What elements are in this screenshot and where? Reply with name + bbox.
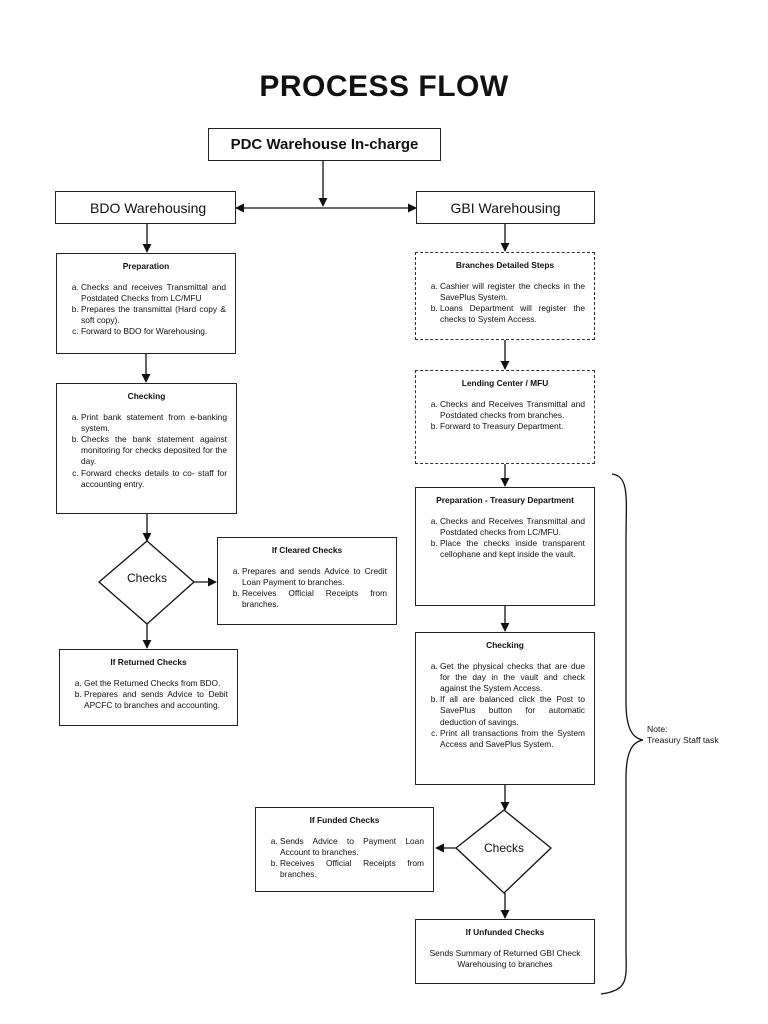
gbi-funded-checks-box: If Funded Checks Sends Advice to Payment… (255, 807, 434, 892)
bdo-checking-title: Checking (127, 391, 166, 401)
gbi-treasury-preparation-box: Preparation - Treasury Department Checks… (415, 487, 595, 606)
list-item: Print all transactions from the System A… (440, 728, 585, 750)
pdc-warehouse-incharge-label: PDC Warehouse In-charge (230, 136, 419, 153)
bdo-warehousing-label: BDO Warehousing (90, 199, 207, 216)
gbi-preparation-title: Preparation - Treasury Department (436, 495, 574, 505)
list-item: Loans Department will register the check… (440, 303, 585, 325)
list-item: Checks the bank statement against monito… (81, 434, 227, 467)
list-item: Get the Returned Checks from BDO. (84, 678, 228, 689)
gbi-branches-steps-box: Branches Detailed Steps Cashier will reg… (415, 252, 595, 340)
gbi-branches-title: Branches Detailed Steps (455, 260, 555, 270)
gbi-unfunded-text: Sends Summary of Returned GBI Check Ware… (429, 948, 581, 970)
gbi-unfunded-title: If Unfunded Checks (465, 927, 545, 937)
gbi-checking-box: Checking Get the physical checks that ar… (415, 632, 595, 785)
list-item: Prepares and sends Advice to Credit Loan… (242, 566, 387, 588)
bdo-preparation-box: Preparation Checks and receives Transmit… (56, 253, 236, 354)
list-item: Checks and receives Transmittal and Post… (81, 282, 226, 304)
gbi-decision-diamond (455, 809, 552, 894)
gbi-branches-list: Cashier will register the checks in the … (425, 281, 585, 325)
gbi-preparation-list: Checks and Receives Transmittal and Post… (425, 516, 585, 560)
gbi-warehousing-label: GBI Warehousing (450, 199, 561, 216)
gbi-lending-list: Checks and Receives Transmittal and Post… (425, 399, 585, 432)
page-title: PROCESS FLOW (259, 70, 509, 103)
list-item: Checks and Receives Transmittal and Post… (440, 399, 585, 421)
bdo-returned-checks-box: If Returned Checks Get the Returned Chec… (59, 649, 238, 726)
list-item: Prepares and sends Advice to Debit APCFC… (84, 689, 228, 711)
gbi-lending-center-box: Lending Center / MFU Checks and Receives… (415, 370, 595, 464)
gbi-checking-title: Checking (486, 640, 524, 650)
gbi-lending-title: Lending Center / MFU (461, 378, 549, 388)
list-item: Receives Official Receipts from branches… (280, 858, 424, 880)
bdo-returned-title: If Returned Checks (110, 657, 187, 667)
list-item: Receives Official Receipts from branches… (242, 588, 387, 610)
bdo-preparation-list: Checks and receives Transmittal and Post… (66, 282, 226, 337)
list-item: Forward checks details to co- staff for … (81, 468, 227, 490)
gbi-warehousing-box: GBI Warehousing (416, 191, 595, 224)
bdo-warehousing-box: BDO Warehousing (55, 191, 236, 224)
gbi-unfunded-checks-box: If Unfunded Checks Sends Summary of Retu… (415, 919, 595, 984)
list-item: Get the physical checks that are due for… (440, 661, 585, 694)
note-text: Treasury Staff task (647, 735, 719, 746)
treasury-note: Note: Treasury Staff task (647, 724, 719, 746)
bdo-preparation-title: Preparation (122, 261, 170, 271)
list-item: Sends Advice to Payment Loan Account to … (280, 836, 424, 858)
gbi-checking-list: Get the physical checks that are due for… (425, 661, 585, 750)
list-item: Forward to BDO for Warehousing. (81, 326, 226, 337)
bdo-decision-label: Checks (126, 571, 167, 585)
bdo-cleared-checks-box: If Cleared Checks Prepares and sends Adv… (217, 537, 397, 625)
bdo-returned-list: Get the Returned Checks from BDO. Prepar… (69, 678, 228, 711)
list-item: Prepares the transmittal (Hard copy & so… (81, 304, 226, 326)
pdc-warehouse-incharge-box: PDC Warehouse In-charge (208, 128, 441, 161)
list-item: Checks and Receives Transmittal and Post… (440, 516, 585, 538)
treasury-brace (600, 473, 644, 995)
note-label: Note: (647, 724, 668, 734)
list-item: If all are balanced click the Post to Sa… (440, 694, 585, 727)
list-item: Place the checks inside transparent cell… (440, 538, 585, 560)
gbi-funded-list: Sends Advice to Payment Loan Account to … (265, 836, 424, 880)
bdo-checking-list: Print bank statement from e-banking syst… (66, 412, 227, 490)
bdo-decision-diamond (98, 540, 195, 625)
list-item: Forward to Treasury Department. (440, 421, 585, 432)
list-item: Cashier will register the checks in the … (440, 281, 585, 303)
bdo-cleared-title: If Cleared Checks (271, 545, 343, 555)
bdo-cleared-list: Prepares and sends Advice to Credit Loan… (227, 566, 387, 610)
list-item: Print bank statement from e-banking syst… (81, 412, 227, 434)
gbi-decision-label: Checks (483, 841, 524, 855)
bdo-checking-box: Checking Print bank statement from e-ban… (56, 383, 237, 514)
gbi-funded-title: If Funded Checks (309, 815, 380, 825)
